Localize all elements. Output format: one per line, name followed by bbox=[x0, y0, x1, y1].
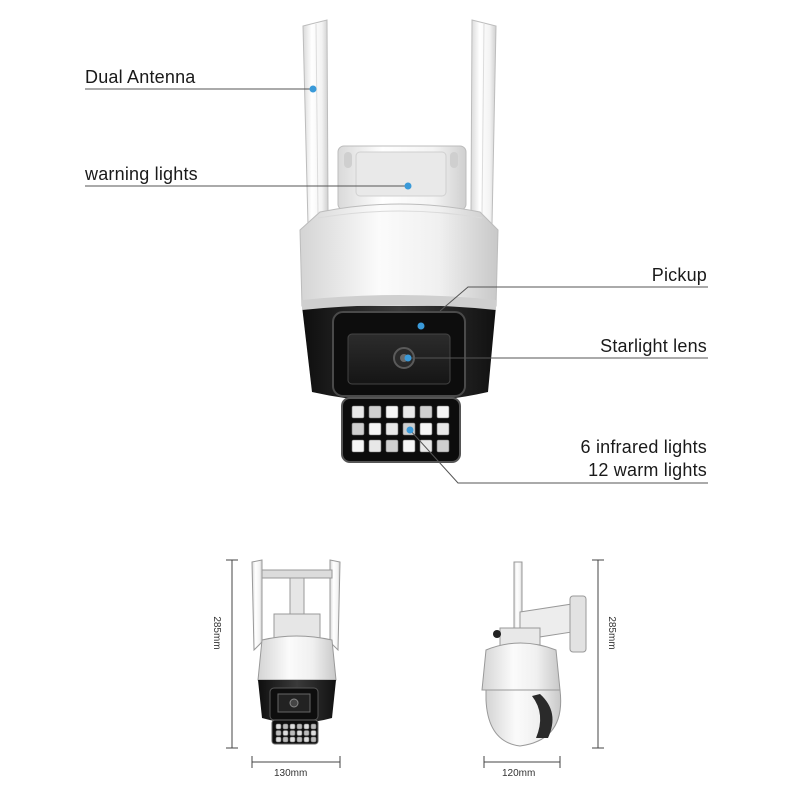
lens-panel bbox=[332, 311, 466, 397]
led-cell bbox=[275, 723, 282, 730]
led-cell bbox=[436, 439, 450, 453]
led-cell bbox=[385, 422, 399, 436]
led-cell bbox=[436, 422, 450, 436]
led-cell bbox=[419, 439, 433, 453]
pickup-label: Pickup bbox=[651, 265, 707, 285]
callout-lines bbox=[85, 88, 708, 484]
led-cell bbox=[402, 405, 416, 419]
right-antenna bbox=[470, 19, 497, 226]
led-cell bbox=[282, 730, 289, 736]
led-cell bbox=[310, 736, 317, 743]
led-cell bbox=[385, 405, 399, 419]
front-view-drawing bbox=[251, 559, 341, 745]
led-cell bbox=[296, 736, 303, 743]
led-cell bbox=[303, 730, 310, 736]
led-cell bbox=[303, 723, 310, 730]
led-cell bbox=[289, 730, 296, 736]
led-cell bbox=[368, 439, 382, 453]
led-cell bbox=[351, 439, 365, 453]
left-antenna bbox=[302, 19, 329, 226]
led-cell bbox=[385, 439, 399, 453]
led-panel bbox=[341, 397, 461, 463]
front-width-dimension: 130mm bbox=[274, 768, 308, 779]
starlight-lens-label: Starlight lens bbox=[600, 336, 707, 356]
front-height-dimension: 285mm bbox=[211, 616, 222, 650]
led-cell bbox=[296, 723, 303, 730]
led-cell bbox=[303, 736, 310, 743]
led-cell bbox=[289, 723, 296, 730]
side-dimension-lines bbox=[483, 559, 604, 768]
led-cell bbox=[351, 422, 365, 436]
led-cell bbox=[282, 736, 289, 743]
infrared-lights-label: 6 infrared lights bbox=[580, 437, 707, 457]
front-dimension-lines bbox=[226, 559, 341, 768]
warm-lights-label: 12 warm lights bbox=[588, 460, 707, 480]
warning-light-housing bbox=[337, 145, 467, 211]
led-cell bbox=[436, 405, 450, 419]
led-cell bbox=[282, 723, 289, 730]
led-cell bbox=[351, 405, 365, 419]
led-cell bbox=[419, 422, 433, 436]
led-cell bbox=[310, 723, 317, 730]
led-cell bbox=[296, 730, 303, 736]
side-view-drawing bbox=[481, 561, 587, 747]
warning-lights-label: warning lights bbox=[85, 164, 198, 184]
led-cell bbox=[310, 730, 317, 736]
led-cell bbox=[419, 405, 433, 419]
callout-dots bbox=[309, 85, 425, 434]
side-height-dimension: 285mm bbox=[606, 616, 617, 650]
led-cell bbox=[368, 405, 382, 419]
side-width-dimension: 120mm bbox=[502, 768, 536, 779]
led-cell bbox=[275, 736, 282, 743]
led-cell bbox=[368, 422, 382, 436]
led-cell bbox=[402, 439, 416, 453]
led-cell bbox=[289, 736, 296, 743]
dual-antenna-label: Dual Antenna bbox=[85, 67, 196, 87]
led-cell bbox=[275, 730, 282, 736]
